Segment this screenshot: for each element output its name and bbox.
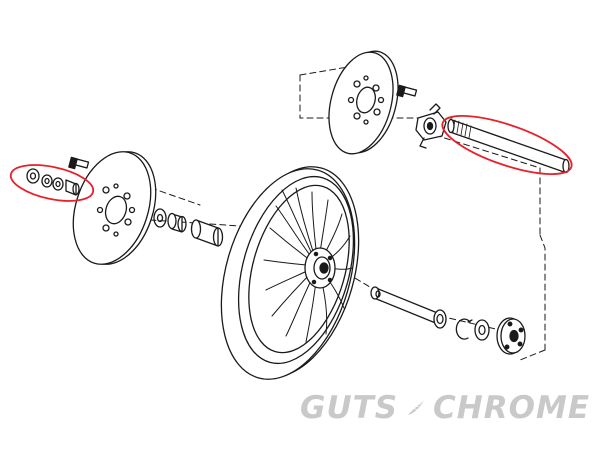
logo-word-right: CHROME	[433, 390, 590, 426]
left-bearing	[153, 208, 187, 233]
right-bearing	[474, 319, 490, 341]
disc-bolt-right	[396, 84, 418, 98]
disc-bolt-left	[68, 156, 90, 170]
guts-chrome-logo: GUTS CHROME	[300, 388, 590, 428]
washer-set-highlight-ring	[9, 164, 95, 202]
hub-drive-flange	[496, 317, 526, 355]
axle-spacer	[370, 286, 447, 329]
left-brake-disc	[72, 151, 157, 265]
speedometer-drive	[415, 103, 447, 149]
spacer-washer-set	[26, 168, 80, 196]
wheel-spacer-tube	[190, 219, 224, 247]
front-axle	[447, 118, 570, 174]
retaining-ring	[455, 318, 473, 340]
feather-icon	[406, 400, 424, 416]
axle-highlight-ring	[441, 114, 573, 176]
right-brake-disc	[328, 50, 399, 155]
logo-word-left: GUTS	[300, 390, 399, 426]
cast-wheel	[220, 166, 360, 380]
